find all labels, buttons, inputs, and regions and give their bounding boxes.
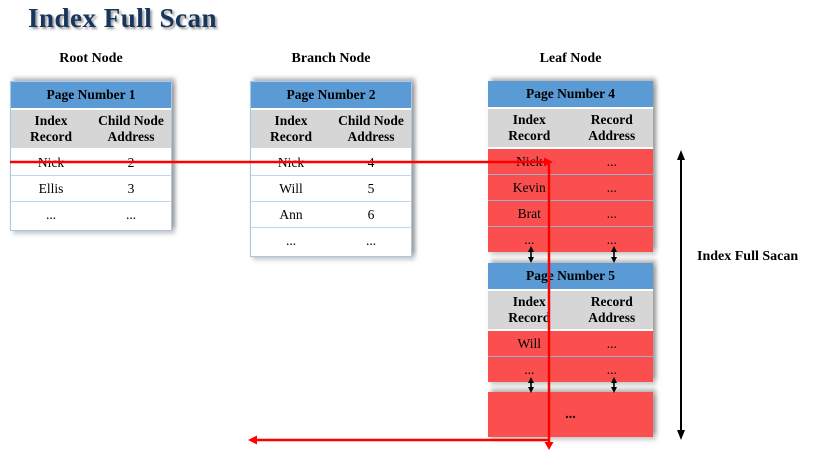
table-row: Nick 2 bbox=[11, 150, 171, 175]
table-column-headers: Index Record Child Node Address bbox=[251, 110, 411, 150]
table-column-headers: Index Record Record Address bbox=[488, 109, 653, 149]
leaf-node-table-page5: Page Number 5 Index Record Record Addres… bbox=[488, 263, 653, 382]
column-header: Record Address bbox=[588, 112, 636, 143]
table-row: ... ... bbox=[488, 356, 653, 382]
scan-extent-arrow bbox=[677, 150, 685, 440]
column-header: Index Record bbox=[270, 113, 312, 144]
table-row: Kevin ... bbox=[488, 174, 653, 200]
column-header: Index Record bbox=[508, 294, 551, 325]
table-cell: ... bbox=[606, 361, 617, 377]
column-header: Child Node Address bbox=[338, 113, 404, 144]
table-page-header: Page Number 2 bbox=[251, 82, 411, 110]
leaf-node-label: Leaf Node bbox=[539, 51, 602, 66]
table-cell: Nick bbox=[37, 154, 65, 170]
root-node-label: Root Node bbox=[59, 51, 123, 66]
table-cell: Kevin bbox=[512, 179, 546, 195]
page-title: Index Full Scan bbox=[28, 3, 218, 33]
table-row: Ann 6 bbox=[251, 201, 411, 227]
table-cell: 4 bbox=[367, 154, 375, 170]
table-column-headers: Index Record Child Node Address bbox=[11, 110, 171, 150]
table-row: Will ... bbox=[488, 331, 653, 356]
table-cell: ... bbox=[524, 361, 535, 377]
table-row: ... ... bbox=[251, 227, 411, 253]
table-row: Will 5 bbox=[251, 175, 411, 201]
table-cell: Will bbox=[517, 335, 541, 351]
table-cell: ... bbox=[606, 231, 617, 247]
table-page-header: Page Number 5 bbox=[488, 263, 653, 291]
table-cell: ... bbox=[45, 206, 57, 222]
table-row: ... ... bbox=[488, 226, 653, 252]
column-header: Record Address bbox=[588, 294, 636, 325]
table-cell: ... bbox=[125, 206, 137, 222]
table-cell: ... bbox=[606, 179, 617, 195]
table-cell: ... bbox=[524, 231, 535, 247]
table-cell: ... bbox=[606, 205, 617, 221]
table-cell: ... bbox=[285, 232, 297, 248]
table-cell: ... bbox=[606, 335, 617, 351]
table-row: Nick ... bbox=[488, 149, 653, 174]
table-cell: Will bbox=[279, 180, 303, 196]
table-cell: 2 bbox=[127, 154, 135, 170]
table-page-header: Page Number 1 bbox=[11, 82, 171, 110]
table-page-header: Page Number 4 bbox=[488, 81, 653, 109]
table-cell: 6 bbox=[367, 206, 375, 222]
table-row: Brat ... bbox=[488, 200, 653, 226]
table-cell: Nick bbox=[516, 153, 543, 169]
table-row: ... ... bbox=[11, 201, 171, 227]
table-column-headers: Index Record Record Address bbox=[488, 291, 653, 331]
table-row: Nick 4 bbox=[251, 150, 411, 175]
table-cell: Nick bbox=[277, 154, 305, 170]
branch-node-table: Page Number 2 Index Record Child Node Ad… bbox=[250, 81, 412, 257]
leaf-overflow-box: ... bbox=[488, 392, 653, 437]
root-node-table: Page Number 1 Index Record Child Node Ad… bbox=[10, 81, 172, 231]
leaf-node-table-page4: Page Number 4 Index Record Record Addres… bbox=[488, 81, 653, 252]
column-header: Index Record bbox=[30, 113, 72, 144]
branch-node-label: Branch Node bbox=[291, 51, 371, 66]
table-cell: Ellis bbox=[38, 180, 64, 196]
column-header: Index Record bbox=[508, 112, 551, 143]
table-cell: Ann bbox=[279, 206, 303, 222]
table-cell: 3 bbox=[127, 180, 135, 196]
table-cell: ... bbox=[606, 153, 617, 169]
table-cell: 5 bbox=[367, 180, 375, 196]
table-row: Ellis 3 bbox=[11, 175, 171, 201]
table-cell: Brat bbox=[517, 205, 541, 221]
index-full-scan-label: Index Full Sacan bbox=[697, 249, 799, 264]
table-cell: ... bbox=[365, 232, 377, 248]
column-header: Child Node Address bbox=[98, 113, 164, 144]
